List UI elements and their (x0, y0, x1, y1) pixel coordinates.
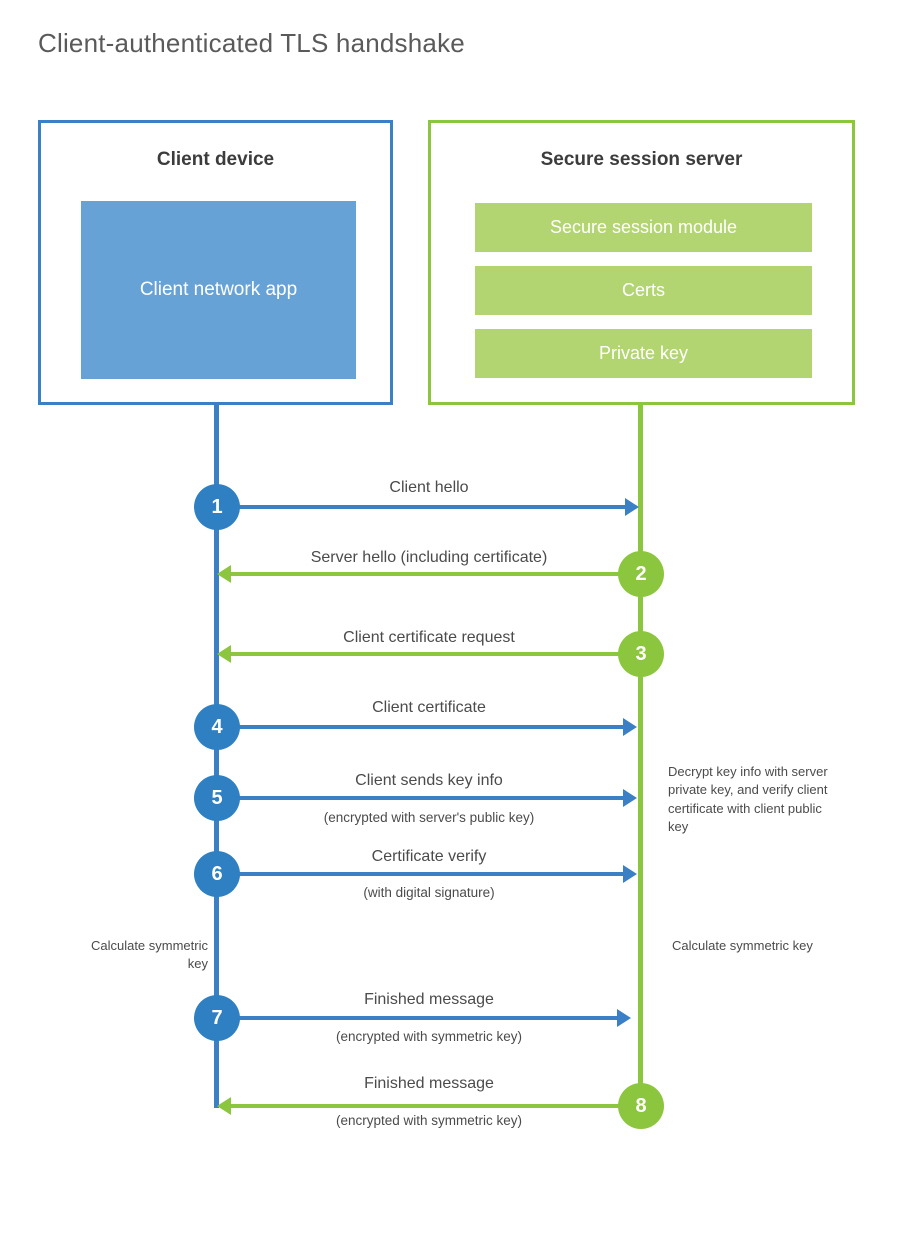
step-7-badge[interactable]: 7 (194, 995, 240, 1041)
step-7-sublabel: (encrypted with symmetric key) (335, 1029, 523, 1044)
step-4-arrow-line (217, 725, 623, 729)
client-device-title: Client device (156, 149, 275, 170)
step-7-arrow-head (617, 1009, 631, 1027)
step-5-arrow-line (217, 796, 623, 800)
step-2-label: Server hello (including certificate) (310, 549, 548, 566)
client-lifeline (214, 405, 219, 1108)
step-2-badge[interactable]: 2 (618, 551, 664, 597)
step-8-arrow-line (231, 1104, 625, 1108)
server-component-secure-session-module: Secure session module (475, 203, 812, 252)
step-1-badge[interactable]: 1 (194, 484, 240, 530)
step-6-arrow-head (623, 865, 637, 883)
step-8-sublabel: (encrypted with symmetric key) (335, 1113, 523, 1128)
secure-session-server-box: Secure session server Secure session mod… (428, 120, 855, 405)
client-network-app-block: Client network app (81, 201, 356, 379)
step-3-label: Client certificate request (343, 629, 515, 646)
server-decrypt-note: Decrypt key info with server private key… (668, 764, 828, 835)
step-1-arrow-head (625, 498, 639, 516)
secure-session-server-title: Secure session server (540, 149, 743, 170)
page-title: Client-authenticated TLS handshake (38, 28, 465, 58)
step-3-arrow-line (231, 652, 625, 656)
step-8-arrow-head (217, 1097, 231, 1115)
server-component-certs: Certs (475, 266, 812, 315)
step-2-arrow-head (217, 565, 231, 583)
server-calculate-symmetric-key-note: Calculate symmetric key (672, 938, 813, 953)
step-8-label: Finished message (364, 1075, 494, 1092)
step-4-arrow-head (623, 718, 637, 736)
step-5-sublabel: (encrypted with server's public key) (323, 810, 535, 825)
step-3-badge[interactable]: 3 (618, 631, 664, 677)
step-5-badge[interactable]: 5 (194, 775, 240, 821)
client-calculate-symmetric-key-note: Calculate symmetric key (90, 938, 208, 972)
step-2-arrow-line (231, 572, 625, 576)
step-6-sublabel: (with digital signature) (363, 885, 495, 900)
step-5-label: Client sends key info (355, 772, 503, 789)
step-4-label: Client certificate (372, 699, 486, 716)
step-5-arrow-head (623, 789, 637, 807)
step-8-badge[interactable]: 8 (618, 1083, 664, 1129)
client-device-box: Client device Client network app (38, 120, 393, 405)
server-component-private-key: Private key (475, 329, 812, 378)
step-7-label: Finished message (364, 991, 494, 1008)
server-lifeline (638, 405, 643, 1108)
step-7-arrow-line (217, 1016, 617, 1020)
step-6-arrow-line (217, 872, 623, 876)
step-4-badge[interactable]: 4 (194, 704, 240, 750)
step-6-badge[interactable]: 6 (194, 851, 240, 897)
step-6-label: Certificate verify (371, 848, 487, 865)
step-3-arrow-head (217, 645, 231, 663)
step-1-label: Client hello (389, 479, 469, 496)
step-1-arrow-line (217, 505, 625, 509)
